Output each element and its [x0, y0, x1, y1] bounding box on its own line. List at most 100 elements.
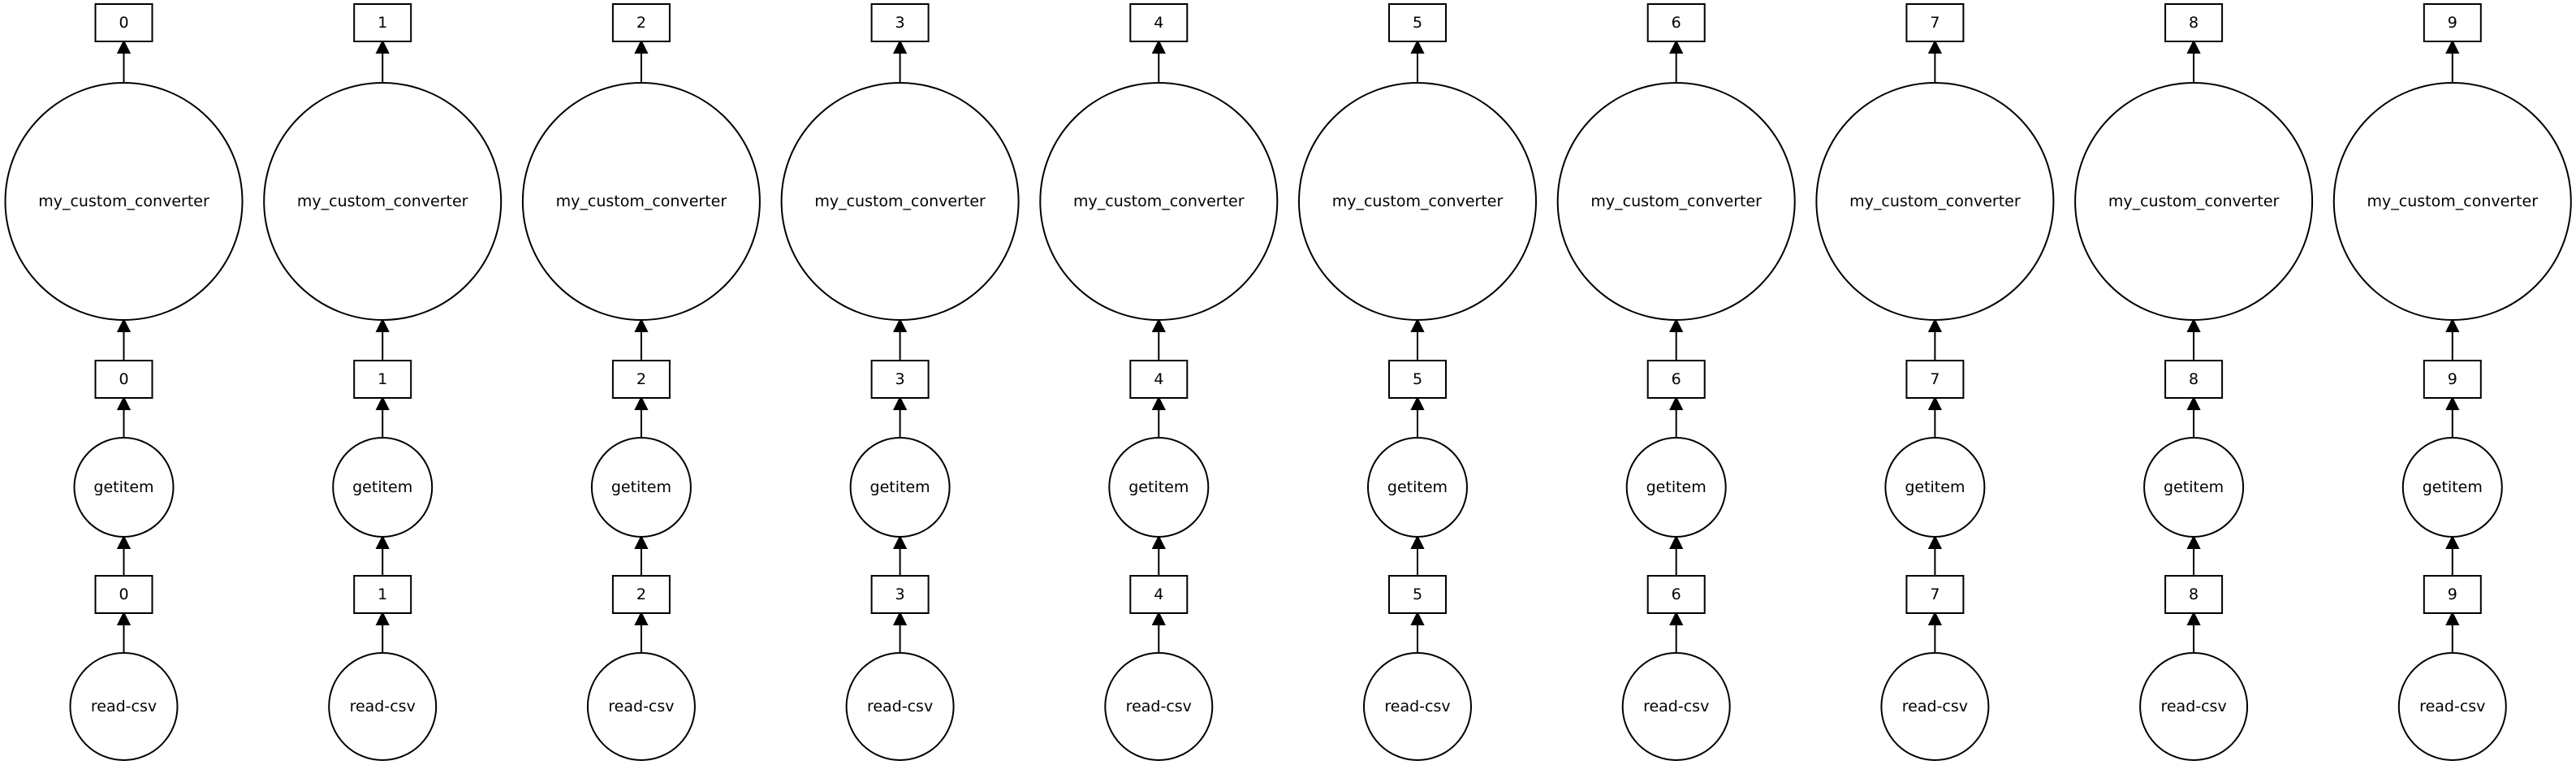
read-csv-node-shape	[1880, 652, 1990, 761]
edge-converter-to-output	[116, 39, 132, 83]
arrow-head-icon	[1410, 395, 1425, 410]
getitem-key-node: 5	[1388, 360, 1447, 399]
edge-read-csv-to-key	[892, 611, 908, 653]
getitem-node-label: getitem	[1387, 478, 1448, 496]
arrow-head-icon	[2186, 39, 2201, 54]
getitem-node-label: getitem	[1646, 478, 1707, 496]
arrow-head-icon	[116, 611, 132, 625]
edge-key-to-getitem	[2445, 534, 2460, 576]
edge-converter-to-output	[2186, 39, 2201, 83]
getitem-key-node: 9	[2423, 360, 2482, 399]
csv-key-node: 4	[1129, 575, 1189, 614]
getitem-node-label: getitem	[93, 478, 153, 496]
csv-key-node: 6	[1646, 575, 1706, 614]
edge-key-to-converter	[2186, 318, 2201, 361]
getitem-node-shape	[1108, 437, 1210, 538]
read-csv-node: read-csv	[1363, 652, 1472, 761]
edge-getitem-to-key	[1927, 395, 1943, 438]
getitem-node-label: getitem	[1905, 478, 1965, 496]
getitem-key-node-label: 7	[1930, 370, 1940, 388]
arrow-head-icon	[1669, 534, 1684, 549]
read-csv-node: read-csv	[69, 652, 179, 761]
csv-key-node-shape	[1129, 575, 1189, 614]
converter-node: my_custom_converter	[780, 82, 1020, 321]
edge-key-to-converter	[1151, 318, 1166, 361]
read-csv-node-shape	[845, 652, 955, 761]
getitem-key-node-label: 8	[2189, 370, 2198, 388]
getitem-key-node-label: 9	[2448, 370, 2457, 388]
converter-node-shape	[1556, 82, 1796, 321]
converter-node-shape	[1815, 82, 2055, 321]
converter-node-shape	[2074, 82, 2314, 321]
edge-read-csv-to-key	[2445, 611, 2460, 653]
edge-key-to-converter	[634, 318, 649, 361]
arrow-head-icon	[2186, 395, 2201, 410]
arrow-head-icon	[1410, 611, 1425, 625]
output-key-node-shape	[2423, 3, 2482, 42]
csv-key-node-label: 6	[1672, 586, 1681, 603]
read-csv-node-label: read-csv	[1643, 698, 1709, 715]
converter-node-label: my_custom_converter	[814, 192, 986, 210]
getitem-key-node-label: 1	[378, 370, 387, 388]
converter-node-label: my_custom_converter	[2367, 192, 2539, 210]
csv-key-node-label: 0	[119, 586, 128, 603]
arrow-head-icon	[1410, 534, 1425, 549]
csv-key-node-label: 4	[1154, 586, 1163, 603]
output-key-node-shape	[1646, 3, 1706, 42]
getitem-key-node-shape	[353, 360, 412, 399]
arrow-head-icon	[1927, 318, 1943, 332]
csv-key-node-shape	[611, 575, 671, 614]
getitem-key-node: 4	[1129, 360, 1189, 399]
arrow-head-icon	[375, 534, 390, 549]
arrow-head-icon	[2445, 395, 2460, 410]
csv-key-node-label: 2	[636, 586, 646, 603]
output-key-node: 0	[94, 3, 153, 42]
edge-getitem-to-key	[375, 395, 390, 438]
edge-read-csv-to-key	[1927, 611, 1943, 653]
arrow-head-icon	[634, 395, 649, 410]
arrow-head-icon	[892, 318, 908, 332]
arrow-head-icon	[2445, 318, 2460, 332]
arrow-head-icon	[1669, 318, 1684, 332]
read-csv-node-label: read-csv	[2419, 698, 2485, 715]
edge-getitem-to-key	[2445, 395, 2460, 438]
arrow-head-icon	[892, 395, 908, 410]
edge-key-to-getitem	[1151, 534, 1166, 576]
output-key-node: 3	[870, 3, 930, 42]
arrow-head-icon	[1151, 534, 1166, 549]
read-csv-node-shape	[69, 652, 179, 761]
read-csv-node-label: read-csv	[867, 698, 933, 715]
getitem-node-shape	[1884, 437, 1986, 538]
getitem-node: getitem	[849, 437, 951, 538]
read-csv-node-label: read-csv	[91, 698, 157, 715]
output-key-node-shape	[353, 3, 412, 42]
getitem-key-node-label: 4	[1154, 370, 1163, 388]
read-csv-node: read-csv	[845, 652, 955, 761]
read-csv-node-shape	[328, 652, 438, 761]
output-key-node: 7	[1905, 3, 1965, 42]
csv-key-node: 1	[353, 575, 412, 614]
edge-converter-to-output	[1151, 39, 1166, 83]
edge-key-to-getitem	[1410, 534, 1425, 576]
output-key-node: 6	[1646, 3, 1706, 42]
getitem-node-shape	[849, 437, 951, 538]
edge-key-to-converter	[2445, 318, 2460, 361]
arrow-head-icon	[892, 534, 908, 549]
read-csv-node-shape	[2397, 652, 2507, 761]
getitem-node: getitem	[2143, 437, 2245, 538]
edge-converter-to-output	[375, 39, 390, 83]
edge-key-to-getitem	[1927, 534, 1943, 576]
arrow-head-icon	[634, 611, 649, 625]
read-csv-node: read-csv	[2397, 652, 2507, 761]
output-key-node-shape	[1388, 3, 1447, 42]
read-csv-node-label: read-csv	[1384, 698, 1450, 715]
getitem-node-label: getitem	[1128, 478, 1189, 496]
arrow-head-icon	[1151, 318, 1166, 332]
converter-node-shape	[1039, 82, 1279, 321]
edge-getitem-to-key	[892, 395, 908, 438]
arrow-head-icon	[1151, 611, 1166, 625]
